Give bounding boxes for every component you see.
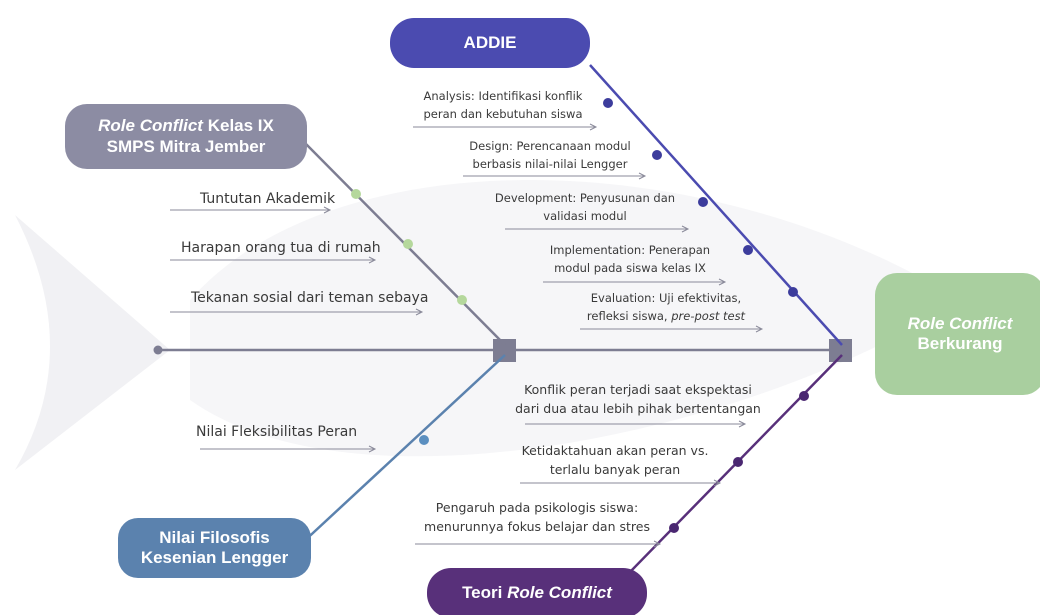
junction-right [829, 339, 852, 362]
cause-tuntutan-akademik: Tuntutan Akademik [200, 191, 336, 207]
node-addie: ADDIE [390, 18, 590, 68]
filosofis-dot [419, 435, 429, 445]
filosofis-arrows [200, 445, 377, 453]
node-result: Role Conflict Berkurang [875, 273, 1040, 395]
addie-item-implementation: Implementation: Penerapan modul pada sis… [549, 243, 711, 275]
branch-addie [589, 64, 843, 346]
cause-tekanan-sosial: Tekanan sosial dari teman sebaya [191, 290, 429, 306]
node-role-conflict-italic: Role Conflict [98, 116, 203, 136]
role-conflict-arrows [170, 206, 424, 316]
node-filosofis-line1: Nilai Filosofis [159, 527, 270, 547]
teori-dots [669, 391, 809, 533]
teori-item-konflik-peran: Konflik peran terjadi saat ekspektasi da… [515, 382, 761, 417]
branch-filosofis [299, 354, 506, 546]
addie-arrows [413, 123, 764, 333]
node-result-line2: Berkurang [917, 334, 1003, 353]
addie-dots [603, 98, 798, 297]
node-filosofis-line2: Kesenian Lengger [140, 548, 289, 567]
node-role-conflict-rest: Kelas IX [202, 116, 274, 136]
node-nilai-filosofis: Nilai Filosofis Kesenian Lengger [118, 518, 311, 578]
teori-item-ketidaktahuan: Ketidaktahuan akan peran vs. terlalu ban… [521, 443, 709, 478]
addie-item-development: Development: Penyusunan dan validasi mod… [494, 191, 676, 223]
node-teori-role-conflict: Teori Role Conflict [427, 568, 647, 615]
spine-tail-dot [153, 345, 163, 355]
cause-harapan-orang-tua: Harapan orang tua di rumah [181, 240, 381, 256]
node-addie-label: ADDIE [463, 32, 517, 52]
teori-item-pengaruh: Pengaruh pada psikologis siswa: menurunn… [424, 500, 650, 535]
addie-item-evaluation: Evaluation: Uji efektivitas, refleksi si… [586, 291, 746, 323]
node-teori-prefix: Teori [462, 582, 508, 602]
role-conflict-dots [351, 189, 467, 305]
node-role-conflict-kelas-ix: Role Conflict Kelas IX SMPS Mitra Jember [65, 104, 307, 169]
fish-watermark [15, 180, 960, 470]
addie-item-analysis: Analysis: Identifikasi konflik peran dan… [423, 89, 583, 121]
node-result-line1: Role Conflict [907, 313, 1013, 333]
junction-left [493, 339, 516, 362]
node-role-conflict-line2: SMPS Mitra Jember [106, 136, 266, 156]
cause-nilai-fleksibilitas: Nilai Fleksibilitas Peran [196, 424, 358, 440]
addie-item-design: Design: Perencanaan modul berbasis nilai… [469, 139, 631, 171]
node-teori-italic: Role Conflict [507, 582, 612, 602]
teori-arrows [415, 420, 747, 548]
